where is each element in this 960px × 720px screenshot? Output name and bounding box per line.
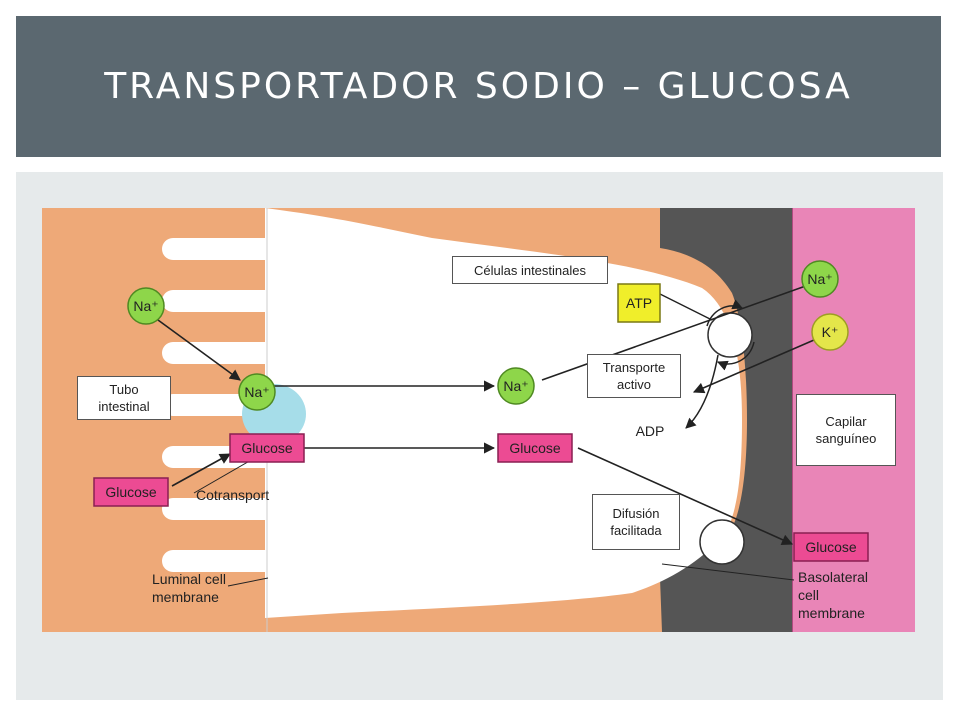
- slide-title: TRANSPORTADOR SODIO – GLUCOSA: [104, 66, 853, 107]
- sodium-ion-cytoplasm-label: Na⁺: [503, 378, 528, 394]
- glucose-box-cytoplasm: [497, 433, 573, 463]
- callout-transporte-line1: Transporte: [602, 360, 666, 375]
- callout-tubo-line2: intestinal: [98, 399, 150, 414]
- callout-transporte-line2: activo: [617, 377, 651, 392]
- glucose-entry-arrow: [171, 453, 231, 487]
- glucose-exit-arrow: [577, 447, 794, 545]
- microvillus: [162, 342, 282, 364]
- transport-diagram: Na⁺ Na⁺ Na⁺ Na⁺ K⁺ Glucose Glucose Gluco…: [42, 208, 915, 632]
- glucose-box-carrier-label: Glucose: [241, 440, 293, 456]
- callout-difusion-facilitada: Difusión facilitada: [592, 494, 680, 550]
- atp-link-line: [659, 293, 713, 321]
- callout-celulas-intestinales: Células intestinales: [452, 256, 608, 284]
- adp-release-arrow: [685, 354, 719, 429]
- microvillus: [162, 550, 282, 572]
- callout-capilar-line1: Capilar: [825, 414, 867, 429]
- atp-box: [617, 283, 661, 323]
- luminal-membrane-label-line2: membrane: [152, 589, 219, 605]
- microvillus: [162, 290, 282, 312]
- title-bar: TRANSPORTADOR SODIO – GLUCOSA: [16, 16, 941, 157]
- basolateral-membrane-label-line3: membrane: [798, 605, 865, 621]
- glucose-box-carrier: [229, 433, 305, 463]
- adp-label: ADP: [636, 423, 665, 439]
- glucose-box-lumen-label: Glucose: [105, 484, 157, 500]
- callout-tubo-line1: Tubo: [109, 382, 139, 397]
- glucose-box-capillary: [793, 532, 869, 562]
- na-entry-arrow: [157, 319, 241, 381]
- luminal-membrane-leader: [227, 577, 269, 587]
- basolateral-membrane-label-line2: cell: [798, 587, 819, 603]
- basolateral-membrane-label-line1: Basolateral: [798, 569, 868, 585]
- sodium-ion-lumen-label: Na⁺: [133, 298, 158, 314]
- potassium-ion: [811, 313, 849, 351]
- na-k-pump: [707, 312, 753, 358]
- pump-cycle-arrow: [706, 299, 743, 327]
- cotransport-label: Cotransport: [196, 487, 269, 503]
- atp-label: ATP: [626, 295, 652, 311]
- glucose-transporter-channel: [699, 519, 745, 565]
- callout-capilar-sanguineo: Capilar sanguíneo: [796, 394, 896, 466]
- k-entry-arrow: [692, 339, 815, 394]
- callout-transporte-activo: Transporte activo: [587, 354, 681, 398]
- sodium-ion-carrier: [238, 373, 276, 411]
- glucose-box-lumen: [93, 477, 169, 507]
- basolateral-membrane-leader: [661, 563, 795, 581]
- callout-difusion-line2: facilitada: [610, 523, 662, 538]
- potassium-ion-label: K⁺: [822, 324, 839, 340]
- pump-cycle-arrow: [717, 341, 755, 371]
- microvillus: [162, 238, 282, 260]
- luminal-membrane-label-line1: Luminal cell: [152, 571, 226, 587]
- sodium-ion-capillary: [801, 260, 839, 298]
- glucose-box-cytoplasm-label: Glucose: [509, 440, 561, 456]
- basolateral-membrane-region: [660, 208, 792, 632]
- callout-celulas-text: Células intestinales: [473, 262, 586, 278]
- callout-capilar-line2: sanguíneo: [815, 431, 877, 446]
- sodium-ion-carrier-label: Na⁺: [244, 384, 269, 400]
- callout-tubo-intestinal: Tubo intestinal: [77, 376, 171, 420]
- sodium-ion-cytoplasm: [497, 367, 535, 405]
- glucose-box-capillary-label: Glucose: [805, 539, 857, 555]
- callout-difusion-line1: Difusión: [612, 506, 660, 521]
- microvillus: [162, 498, 282, 520]
- sodium-ion-lumen: [127, 287, 165, 325]
- sodium-ion-capillary-label: Na⁺: [807, 271, 832, 287]
